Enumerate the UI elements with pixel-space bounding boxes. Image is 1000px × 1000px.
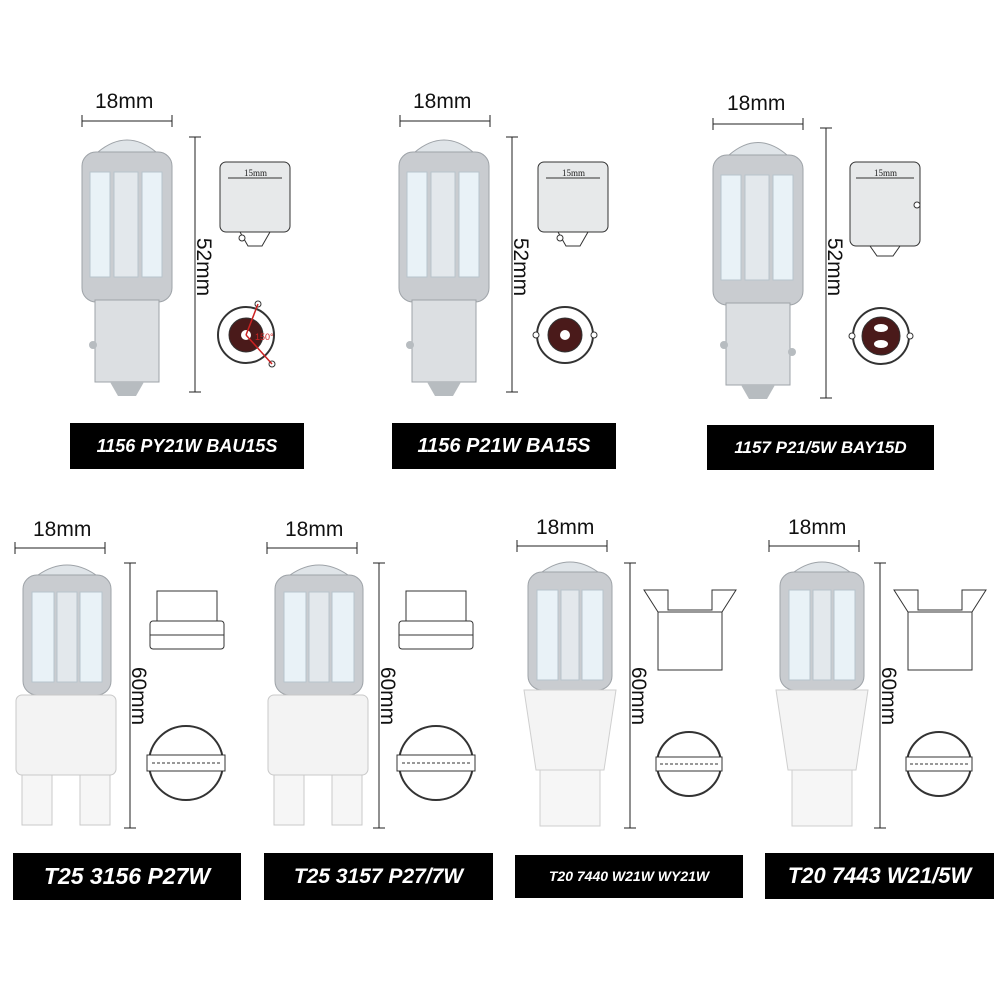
height-dimension-line bbox=[124, 562, 136, 829]
base-side-view bbox=[219, 161, 291, 247]
base-side-view bbox=[893, 589, 987, 671]
base-bottom-view bbox=[905, 731, 973, 797]
product-caption: T25 3157 P27/7W bbox=[264, 853, 493, 900]
height-label: 52mm bbox=[823, 237, 847, 297]
led-bulb-image bbox=[81, 139, 173, 396]
base-side-view bbox=[149, 590, 225, 650]
led-bulb-image bbox=[267, 564, 369, 826]
height-label: 60mm bbox=[376, 666, 400, 726]
width-label: 18mm bbox=[33, 518, 92, 541]
led-bulb-image bbox=[523, 561, 617, 827]
product-caption: 1156 P21W BA15S bbox=[392, 423, 616, 469]
height-label: 52mm bbox=[192, 237, 216, 297]
height-label: 52mm bbox=[509, 237, 533, 297]
width-dimension-line bbox=[712, 118, 804, 130]
product-caption: T25 3156 P27W bbox=[13, 853, 241, 900]
width-label: 18mm bbox=[727, 92, 786, 115]
height-dimension-line bbox=[874, 562, 886, 829]
base-side-view bbox=[849, 161, 921, 257]
product-caption: T20 7440 W21W WY21W bbox=[515, 855, 743, 898]
product-caption: 1157 P21/5W BAY15D bbox=[707, 425, 934, 470]
base-bottom-view bbox=[655, 731, 723, 797]
led-bulb-image bbox=[712, 142, 804, 399]
height-label: 60mm bbox=[877, 666, 901, 726]
base-side-view bbox=[643, 589, 737, 671]
width-dimension-line bbox=[266, 542, 358, 554]
base-bottom-view bbox=[146, 725, 226, 801]
base-side-view bbox=[537, 161, 609, 247]
base-width-label: 15mm bbox=[562, 168, 585, 178]
height-dimension-line bbox=[189, 136, 201, 393]
pin-angle-label: 150° bbox=[255, 332, 274, 342]
width-label: 18mm bbox=[788, 516, 847, 539]
product-caption: 1156 PY21W BAU15S bbox=[70, 423, 304, 469]
base-width-label: 15mm bbox=[874, 168, 897, 178]
led-bulb-image bbox=[398, 139, 490, 396]
height-dimension-line bbox=[373, 562, 385, 829]
led-bulb-image bbox=[775, 561, 869, 827]
width-dimension-line bbox=[768, 540, 860, 552]
led-bulb-image bbox=[15, 564, 117, 826]
product-caption: T20 7443 W21/5W bbox=[765, 853, 994, 899]
width-label: 18mm bbox=[95, 90, 154, 113]
width-dimension-line bbox=[14, 542, 106, 554]
width-label: 18mm bbox=[413, 90, 472, 113]
base-side-view bbox=[398, 590, 474, 650]
width-label: 18mm bbox=[285, 518, 344, 541]
base-bottom-view bbox=[396, 725, 476, 801]
height-label: 60mm bbox=[127, 666, 151, 726]
height-label: 60mm bbox=[627, 666, 651, 726]
height-dimension-line bbox=[624, 562, 636, 829]
height-dimension-line bbox=[820, 127, 832, 399]
base-width-label: 15mm bbox=[244, 168, 267, 178]
base-bottom-view bbox=[217, 300, 276, 368]
width-label: 18mm bbox=[536, 516, 595, 539]
base-bottom-view bbox=[848, 307, 914, 365]
height-dimension-line bbox=[506, 136, 518, 393]
width-dimension-line bbox=[399, 115, 491, 127]
width-dimension-line bbox=[516, 540, 608, 552]
base-bottom-view bbox=[532, 306, 598, 364]
width-dimension-line bbox=[81, 115, 173, 127]
